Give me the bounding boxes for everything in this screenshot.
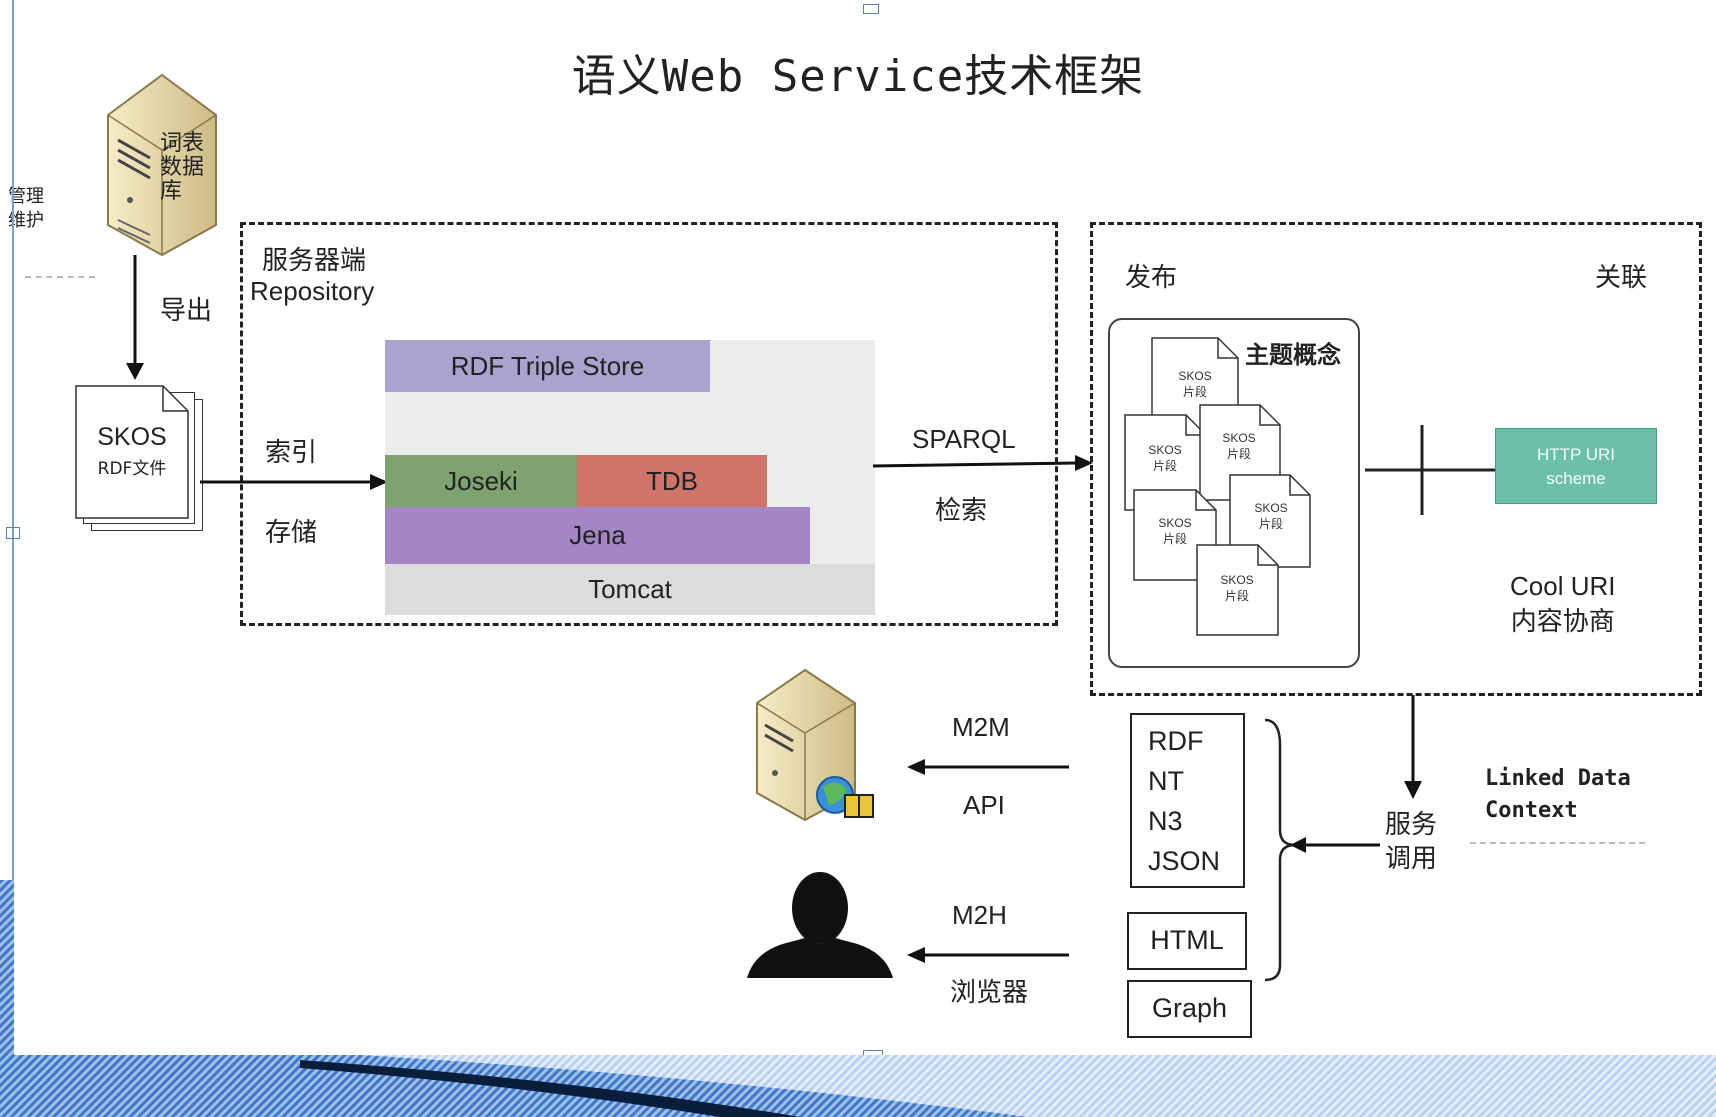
user-icon [747, 872, 893, 978]
web-server-icon [756, 668, 874, 822]
rdf-formats-box: RDF NT N3 JSON [1130, 713, 1245, 888]
api-label: API [963, 790, 1005, 820]
server-side-box [240, 222, 1058, 626]
store-label: 存储 [265, 518, 318, 548]
m2h-arrow [907, 947, 1069, 963]
slide-stripe-decoration [0, 880, 1716, 1117]
skos-file-line2: RDF文件 [97, 459, 167, 479]
skos-fragment-documents [1124, 337, 1311, 636]
http-uri-line2: scheme [1546, 469, 1606, 488]
sparql-sub-label: 检索 [935, 496, 988, 526]
linked-data-line2: Context [1485, 798, 1578, 823]
format-nt: NT [1148, 766, 1184, 796]
database-label-line1: 词表 [160, 131, 205, 156]
frame-handle-top [863, 4, 879, 14]
sparql-arrow [873, 455, 1093, 471]
format-n3: N3 [1148, 806, 1183, 836]
publish-link-box [1090, 222, 1702, 696]
jena-layer: Jena [385, 507, 810, 564]
link-label: 关联 [1595, 263, 1648, 293]
html-format-box: HTML [1127, 912, 1247, 970]
cool-uri-label: Cool URI 内容协商 [1510, 568, 1615, 640]
link-connector [1365, 425, 1495, 515]
index-arrow [200, 474, 388, 490]
service-call-line1: 服务 [1385, 810, 1438, 840]
server-box-subtitle: Repository [250, 276, 375, 306]
side-note-line2: 维护 [8, 210, 44, 231]
topic-concept-box [1108, 318, 1360, 668]
skos-file-icon [75, 385, 189, 519]
linked-data-context: Linked Data Context [1485, 763, 1631, 827]
export-arrow [126, 255, 144, 380]
format-json: JSON [1148, 846, 1221, 876]
m2m-label: M2M [952, 712, 1010, 742]
rdf-triple-store-layer: RDF Triple Store [385, 340, 710, 392]
browser-label: 浏览器 [950, 978, 1029, 1008]
skos-file-stack: SKOS RDF文件 [75, 385, 205, 535]
server-box-title: 服务器端 [262, 246, 367, 276]
side-divider [25, 276, 95, 278]
database-label-line3: 库 [160, 179, 183, 204]
cool-uri-line2: 内容协商 [1510, 607, 1615, 637]
diagram-title: 语义Web Service技术框架 [571, 51, 1145, 102]
service-call-arrow [1404, 695, 1422, 799]
service-call-label: 服务 调用 [1385, 808, 1437, 876]
skos-doc-6 [1196, 544, 1279, 636]
frame-handle-left [6, 527, 20, 539]
index-label: 索引 [265, 438, 318, 468]
tomcat-layer: Tomcat [385, 564, 875, 615]
database-label-line2: 数据 [160, 155, 205, 180]
database-label: 词表 数据 库 [160, 132, 204, 204]
side-note: 管理 维护 [8, 185, 44, 233]
m2h-label: M2H [952, 900, 1007, 930]
linked-data-divider [1470, 842, 1645, 844]
http-uri-line1: HTTP URI [1536, 445, 1616, 464]
m2m-arrow [907, 759, 1069, 775]
format-brace [1264, 718, 1380, 982]
frame-left-line [12, 0, 14, 1060]
linked-data-line1: Linked Data [1485, 766, 1631, 791]
tdb-layer: TDB [577, 455, 767, 507]
joseki-layer: Joseki [385, 455, 577, 507]
sparql-label: SPARQL [912, 424, 1016, 454]
skos-file-line1: SKOS [97, 423, 167, 451]
cool-uri-line1: Cool URI [1510, 571, 1616, 601]
service-call-line2: 调用 [1385, 844, 1438, 874]
format-rdf: RDF [1148, 726, 1204, 756]
database-server-icon [107, 73, 217, 257]
topic-concept-label: 主题概念 [1245, 341, 1341, 369]
http-uri-scheme-box: HTTP URI scheme [1495, 428, 1657, 504]
export-label: 导出 [160, 296, 213, 326]
publish-label: 发布 [1125, 263, 1178, 293]
side-note-line1: 管理 [8, 186, 44, 207]
graph-format-box: Graph [1127, 980, 1252, 1038]
skos-file-label: SKOS RDF文件 [75, 423, 189, 479]
